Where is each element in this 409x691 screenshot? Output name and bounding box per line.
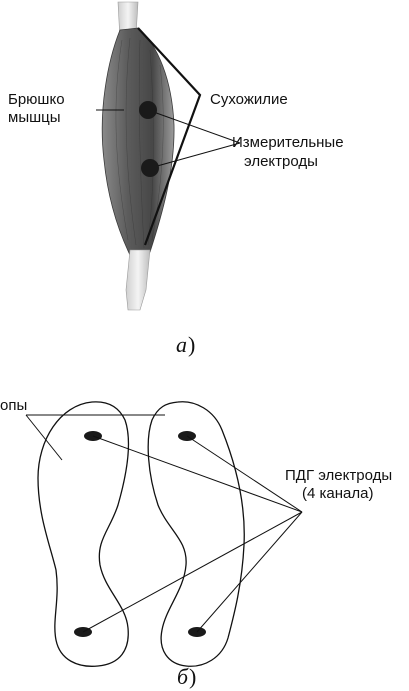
bottom-tendon xyxy=(126,250,150,310)
electrodes-label-line1: Измерительные xyxy=(232,134,344,151)
pdg-label-line2: (4 канала) xyxy=(302,485,373,502)
pdg-label-line1: ПДГ электроды xyxy=(285,467,392,484)
caption-b-letter: б xyxy=(177,664,189,689)
electrodes-label-line2: электроды xyxy=(244,153,318,170)
belly-label-line2: мышцы xyxy=(8,109,61,126)
caption-a-letter: а xyxy=(176,332,187,357)
muscle-illustration xyxy=(102,2,174,310)
caption-b-paren: ) xyxy=(189,664,196,689)
caption-a-paren: ) xyxy=(188,332,195,357)
measuring-electrode-2 xyxy=(141,159,159,177)
pdg-leader-3 xyxy=(83,512,302,632)
pdg-leader-4 xyxy=(197,512,302,632)
soles-label-fragment: опы xyxy=(0,397,27,414)
pdg-leader-1 xyxy=(93,436,302,512)
belly-label-line1: Брюшко xyxy=(8,91,65,108)
tendon-label: Сухожилие xyxy=(210,91,288,108)
left-insole xyxy=(38,402,129,666)
foot-insoles xyxy=(38,402,244,667)
measuring-electrode-1 xyxy=(139,101,157,119)
right-insole xyxy=(148,402,244,667)
